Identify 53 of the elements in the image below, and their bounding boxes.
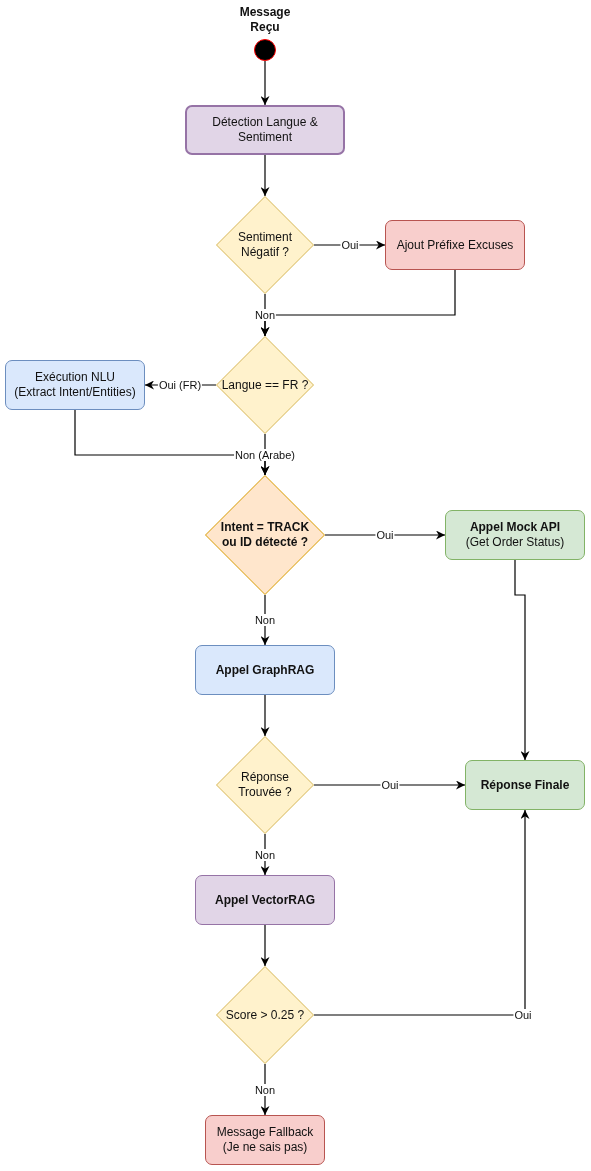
- arrow: [260, 833, 270, 876]
- step-title: Appel GraphRAG: [215, 662, 315, 678]
- edge-label: Oui: [380, 779, 400, 791]
- decision-question: Intent = TRACK ou ID détecté ?: [219, 520, 311, 550]
- arrow: [313, 780, 466, 790]
- arrow: [260, 924, 270, 967]
- decision-diamond: [216, 966, 314, 1064]
- arrow: [260, 154, 270, 197]
- decision-question: Sentiment Négatif ?: [237, 230, 293, 260]
- arrow: [260, 1063, 270, 1116]
- step-detail: (Je ne sais pas): [222, 1140, 308, 1155]
- edge-label: Non: [253, 1084, 277, 1096]
- edge-label: Oui (FR): [157, 379, 203, 391]
- step-detail: (Extract Intent/Entities): [14, 385, 136, 400]
- process-box: [385, 220, 525, 270]
- process-box: [185, 105, 345, 155]
- decision-diamond: [216, 336, 314, 434]
- step-detail: (Get Order Status): [465, 535, 565, 550]
- step-title: Réponse Finale: [480, 777, 570, 793]
- arrow: [260, 60, 270, 106]
- arrow: [260, 694, 270, 737]
- decision-question: Score > 0.25 ?: [225, 1007, 305, 1023]
- arrow: [260, 594, 270, 646]
- start-label: Message Reçu: [238, 5, 292, 35]
- edge-label: Non: [253, 309, 277, 321]
- process-box: [445, 510, 585, 560]
- step-title: Ajout Préfixe Excuses: [396, 237, 514, 253]
- arrow: [514, 559, 530, 761]
- step-title: Appel VectorRAG: [215, 892, 315, 908]
- edge-label: Oui: [340, 239, 360, 251]
- decision-diamond: [205, 475, 325, 595]
- process-box: [195, 875, 335, 925]
- edge-label: Non (Arabe): [234, 449, 296, 461]
- decision-question: Langue == FR ?: [221, 377, 309, 393]
- edge-label: Oui: [513, 1009, 533, 1021]
- arrow: [313, 809, 530, 1016]
- decision-question: Réponse Trouvée ?: [237, 770, 293, 800]
- start-circle: [254, 39, 276, 61]
- step-title: Message Fallback: [216, 1125, 314, 1140]
- edge-label: Oui: [375, 529, 395, 541]
- edge-label: Non: [253, 614, 277, 626]
- step-title: Exécution NLU: [34, 370, 115, 385]
- edge-label: Non: [253, 849, 277, 861]
- arrow: [260, 269, 456, 337]
- arrow: [324, 530, 446, 540]
- process-box: [205, 1115, 325, 1165]
- step-title: Appel Mock API: [469, 520, 561, 535]
- process-box: [195, 645, 335, 695]
- step-title: Détection Langue & Sentiment: [211, 115, 319, 145]
- process-box: [465, 760, 585, 810]
- decision-diamond: [216, 196, 314, 294]
- process-box: [5, 360, 145, 410]
- decision-diamond: [216, 736, 314, 834]
